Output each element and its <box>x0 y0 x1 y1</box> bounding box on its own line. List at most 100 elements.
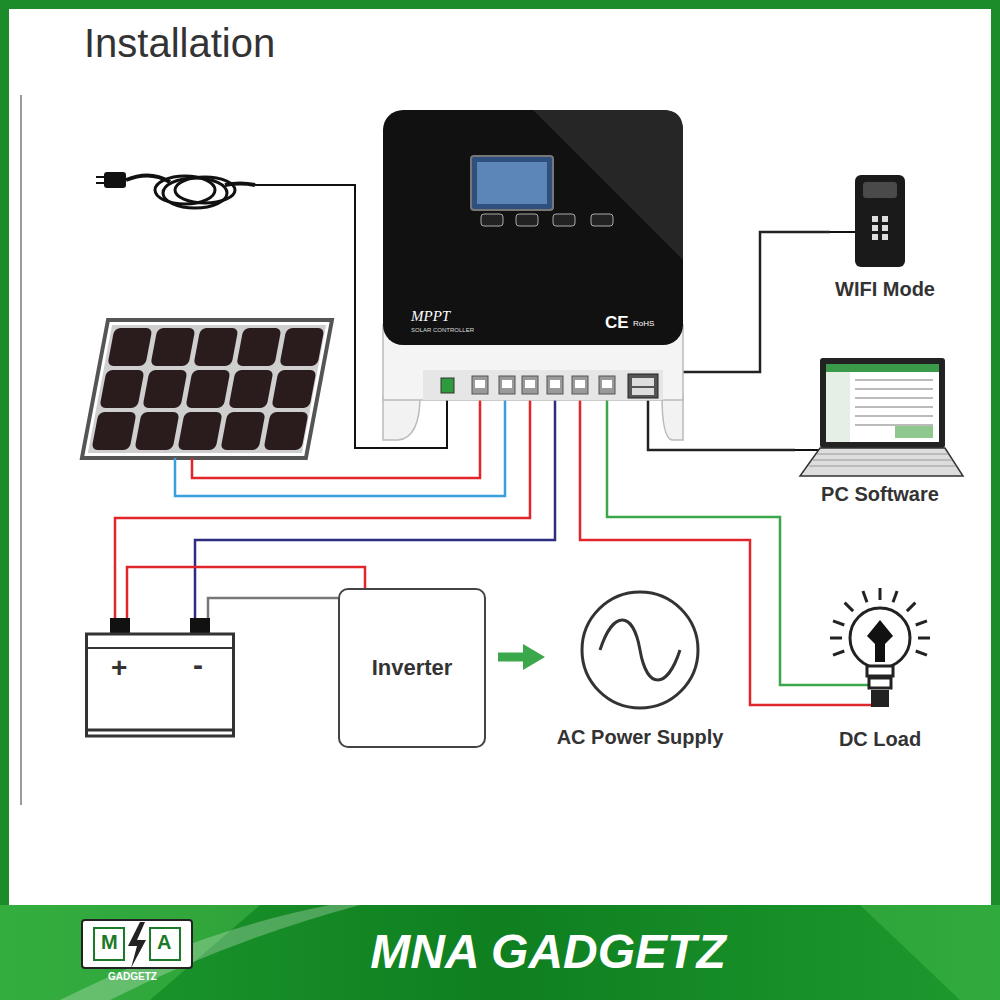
battery-shape-part <box>190 618 210 635</box>
controller-flanges-part <box>383 396 420 440</box>
wifi-module-shape-part <box>863 182 897 198</box>
pc-laptop-shape-part <box>826 364 939 442</box>
dc-load-shape-part <box>871 690 889 707</box>
charge-controller-shape-part <box>522 376 538 394</box>
node-text: SOLAR CONTROLLER <box>411 327 474 334</box>
pc-laptop-shape-part <box>855 379 933 381</box>
wire-connector <box>683 232 830 372</box>
banner-part <box>0 905 1000 1000</box>
charge-controller-shape <box>383 110 683 400</box>
wire <box>195 400 555 618</box>
node-text: Inverter <box>372 655 453 680</box>
arrow-head <box>523 644 545 670</box>
solar-panel-part-part <box>271 370 316 408</box>
charge-controller-shape-part <box>477 162 547 204</box>
battery: +- <box>85 618 235 738</box>
node-text: CE <box>605 313 629 333</box>
battery-shape-part <box>87 647 234 649</box>
dc-load-shape-part <box>907 603 915 611</box>
controller-flanges <box>383 396 683 440</box>
logo-part <box>128 922 146 968</box>
pc-laptop-shape-part <box>813 460 952 461</box>
pc-laptop-shape-part <box>895 426 933 438</box>
logo-part <box>94 928 124 960</box>
charge-controller-shape-part <box>632 388 654 395</box>
solar-panel-part-part <box>88 325 326 453</box>
node-text: PC Software <box>821 483 939 506</box>
banner-part <box>60 905 360 1000</box>
wifi-module-shape-part <box>872 216 878 222</box>
pc-laptop-shape-part <box>795 449 819 451</box>
pc-laptop-shape-part <box>855 424 933 426</box>
dc-load-shape-part <box>869 678 891 688</box>
dc-load-shape-part <box>863 591 867 602</box>
charge-controller-shape-part <box>550 380 560 388</box>
charge-controller-shape-part <box>441 378 454 393</box>
wire <box>127 567 365 618</box>
logo-text: GADGETZ <box>108 971 157 983</box>
solar-panel-part-part <box>107 328 152 366</box>
solar-panel-part-part <box>185 370 230 408</box>
wifi-module-shape-part <box>872 234 878 240</box>
pc-laptop-shape-part <box>809 466 956 467</box>
brand-name: MNA GADGETZ <box>370 924 726 979</box>
pc-laptop-shape-part <box>817 454 948 455</box>
solar-panel-part-part <box>150 328 195 366</box>
ac-supply-shape-part <box>600 620 680 680</box>
power-cable-part <box>96 182 104 184</box>
charge-controller-shape-part <box>591 214 613 226</box>
ac-supply-shape-part <box>582 592 698 708</box>
battery-shape-part <box>110 618 130 635</box>
wire-connector <box>498 644 545 670</box>
wire <box>498 653 523 662</box>
wire <box>208 598 338 618</box>
node-text: + <box>111 652 127 684</box>
banner-part <box>860 905 1000 1000</box>
solar-panel-part-part <box>279 328 324 366</box>
logo-part <box>82 920 192 968</box>
pc-laptop-shape-part <box>855 406 933 408</box>
charge-controller-shape-part <box>575 380 585 388</box>
controller-flanges-part <box>662 396 683 440</box>
solar-panel-part-part <box>91 412 136 450</box>
charge-controller-shape-part <box>602 380 612 388</box>
charge-controller-shape-part <box>502 380 512 388</box>
dc-load-shape-part <box>893 591 897 602</box>
solar-panel-part-part <box>142 370 187 408</box>
solar-panel-part-part <box>177 412 222 450</box>
power-cable-part <box>96 176 104 178</box>
wifi-module-shape-part <box>872 225 878 231</box>
inverter-box: Inverter <box>338 588 486 748</box>
solar-panel-part <box>175 400 505 496</box>
frame-part <box>20 95 22 805</box>
ac-supply: AC Power Supply <box>545 588 735 756</box>
solar-panel-part-part <box>263 412 308 450</box>
charge-controller-shape-part <box>423 370 663 400</box>
pc-laptop: PC Software <box>795 352 965 512</box>
dc-load-shape-part <box>830 637 842 640</box>
charge-controller-shape-part <box>471 156 553 210</box>
dc-load-shape-part <box>918 637 930 640</box>
wire <box>115 400 530 618</box>
node-text: WIFI Mode <box>835 278 935 301</box>
solar-panel-part-part <box>99 370 144 408</box>
wire <box>683 232 830 372</box>
node-text: RoHS <box>633 319 654 328</box>
charge-controller-shape-part <box>383 110 683 345</box>
dc-load-shape-part <box>916 621 927 625</box>
wire <box>648 400 795 450</box>
wifi-module-shape-part <box>882 225 888 231</box>
solar-panel-part-part <box>193 328 238 366</box>
logo-part <box>150 928 180 960</box>
dc-load-shape-part <box>815 684 869 687</box>
battery-shape-part <box>87 729 234 732</box>
wifi-module-shape-part <box>830 231 855 233</box>
charge-controller-shape-part <box>572 376 588 394</box>
dc-load-shape-part <box>833 621 844 625</box>
wire-connector <box>127 567 365 618</box>
charge-controller-shape-part <box>628 374 658 398</box>
pc-laptop-shape-part <box>800 448 963 476</box>
charge-controller-shape-part <box>533 110 683 260</box>
logo <box>82 920 192 968</box>
